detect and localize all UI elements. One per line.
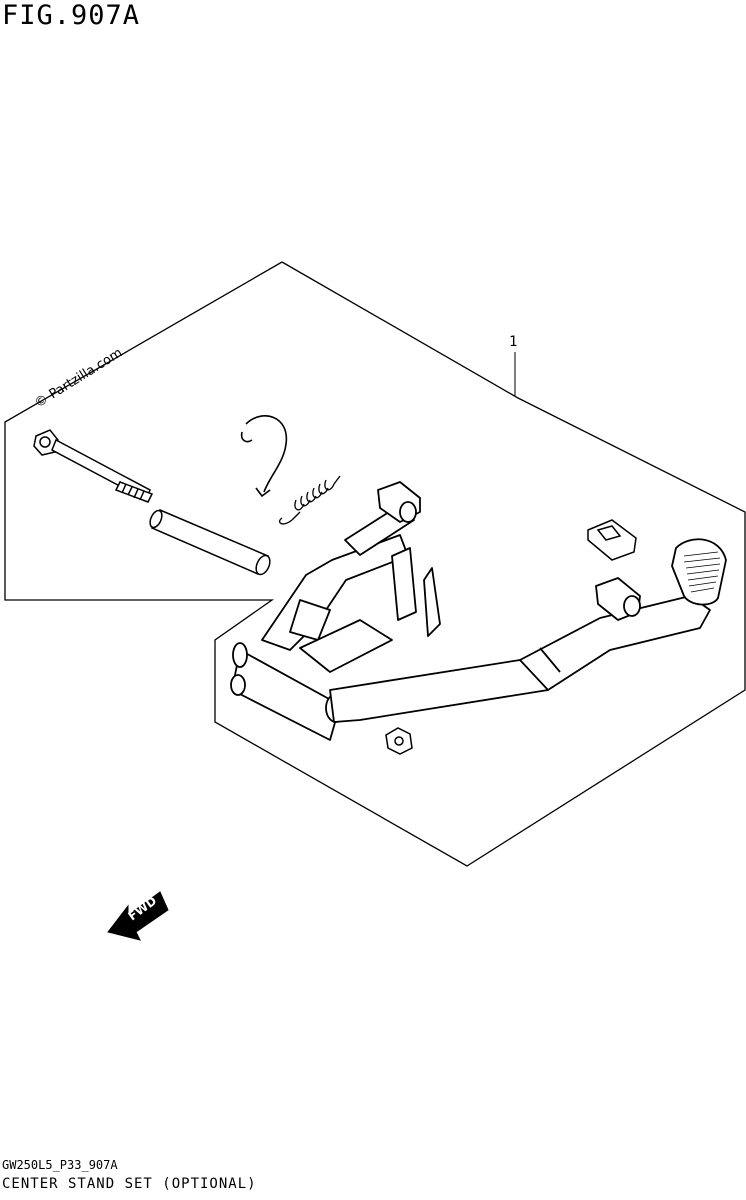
diagram-code: GW250L5_P33_907A: [2, 1158, 118, 1172]
watermark-text: © Partzilla.com: [32, 346, 125, 412]
figure-caption: CENTER STAND SET (OPTIONAL): [2, 1176, 257, 1192]
figure-title: FIG.907A: [2, 0, 141, 31]
kit-boundary: [4, 261, 746, 867]
nut-icon: [385, 727, 413, 755]
center-stand-icon: [230, 481, 727, 741]
rubber-stopper-icon: [587, 519, 637, 561]
return-spring-icon: [278, 475, 341, 525]
forward-direction-arrow: FWD: [107, 891, 169, 941]
spring-clip-icon: [240, 415, 288, 498]
bolt-icon: [33, 429, 154, 503]
callout-number: 1: [509, 334, 517, 350]
pipe-collar-icon: [149, 509, 271, 576]
